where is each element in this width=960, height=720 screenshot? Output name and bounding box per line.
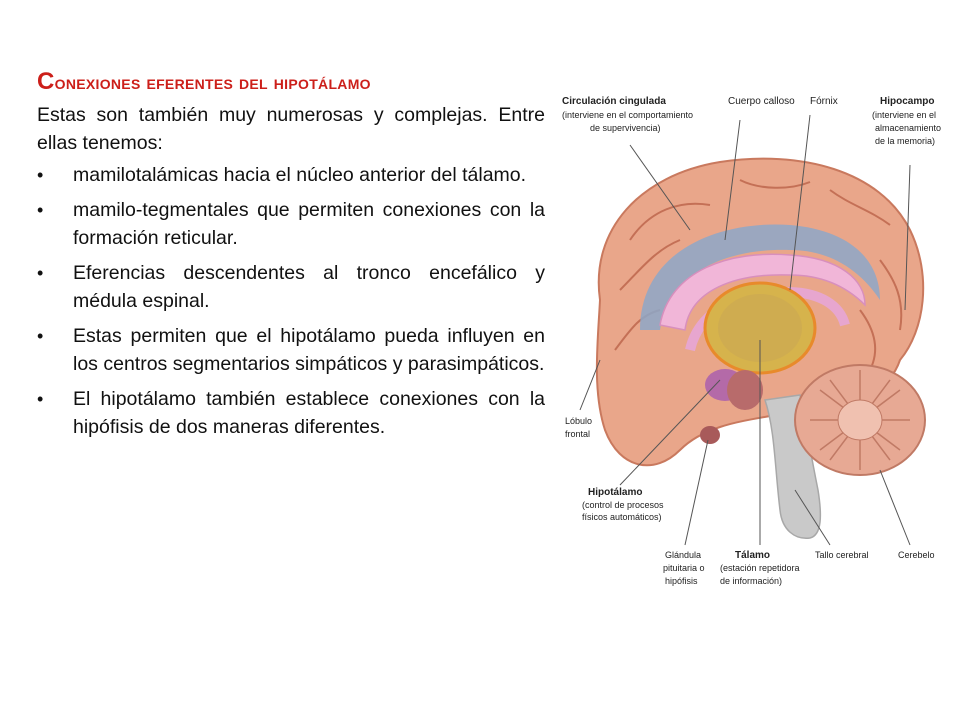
cingulate-gyrus xyxy=(640,224,880,330)
brain-diagram: Circulación cingulada (interviene en el … xyxy=(560,90,952,600)
label-thalamus-sub: de información) xyxy=(720,576,782,586)
label-corpus-callosum: Cuerpo calloso xyxy=(728,96,795,107)
label-hippocampus-sub: (interviene en el xyxy=(872,110,936,120)
label-cingulate-sub: (interviene en el comportamiento xyxy=(562,110,693,120)
bullet-item: mamilo-tegmentales que permiten conexion… xyxy=(37,196,545,252)
label-hypothalamus-sub: (control de procesos xyxy=(582,500,664,510)
label-cingulate-sub: de supervivencia) xyxy=(590,123,661,133)
label-thalamus-sub: (estación repetidora xyxy=(720,563,800,573)
label-hippocampus: Hipocampo xyxy=(880,96,934,107)
bullet-item: El hipotálamo también establece conexion… xyxy=(37,385,545,441)
label-thalamus: Tálamo xyxy=(735,550,770,561)
label-frontal-lobe: frontal xyxy=(565,429,590,439)
label-pituitary: hipófisis xyxy=(665,576,698,586)
mammillary-body xyxy=(727,370,763,410)
label-frontal-lobe: Lóbulo xyxy=(565,416,592,426)
label-pituitary: Glándula xyxy=(665,550,701,560)
label-brainstem: Tallo cerebral xyxy=(815,550,869,560)
leader-lines xyxy=(579,114,911,546)
slide-title: Conexiones eferentes del hipotálamo xyxy=(37,68,371,95)
cerebellum xyxy=(794,364,926,476)
label-pituitary: pituitaria o xyxy=(663,563,705,573)
pituitary-gland xyxy=(700,426,720,444)
bullet-item: Eferencias descendentes al tronco encefá… xyxy=(37,259,545,315)
label-fornix: Fórnix xyxy=(810,96,838,107)
corpus-callosum xyxy=(659,253,866,331)
bullet-item: mamilotalámicas hacia el núcleo anterior… xyxy=(37,161,545,189)
label-cerebellum: Cerebelo xyxy=(898,550,935,560)
slide-text: Conexiones eferentes del hipotálamo Esta… xyxy=(37,68,545,448)
label-hypothalamus-sub: físicos automáticos) xyxy=(582,512,662,522)
bullet-item: Estas permiten que el hipotálamo pueda i… xyxy=(37,322,545,378)
label-cingulate: Circulación cingulada xyxy=(562,96,666,107)
label-hippocampus-sub: de la memoria) xyxy=(875,136,935,146)
bullet-list: mamilotalámicas hacia el núcleo anterior… xyxy=(37,161,545,441)
brain-illustration: Circulación cingulada (interviene en el … xyxy=(562,96,941,586)
intro-paragraph: Estas son también muy numerosas y comple… xyxy=(37,104,545,154)
label-hypothalamus: Hipotálamo xyxy=(588,487,642,498)
label-hippocampus-sub: almacenamiento xyxy=(875,123,941,133)
